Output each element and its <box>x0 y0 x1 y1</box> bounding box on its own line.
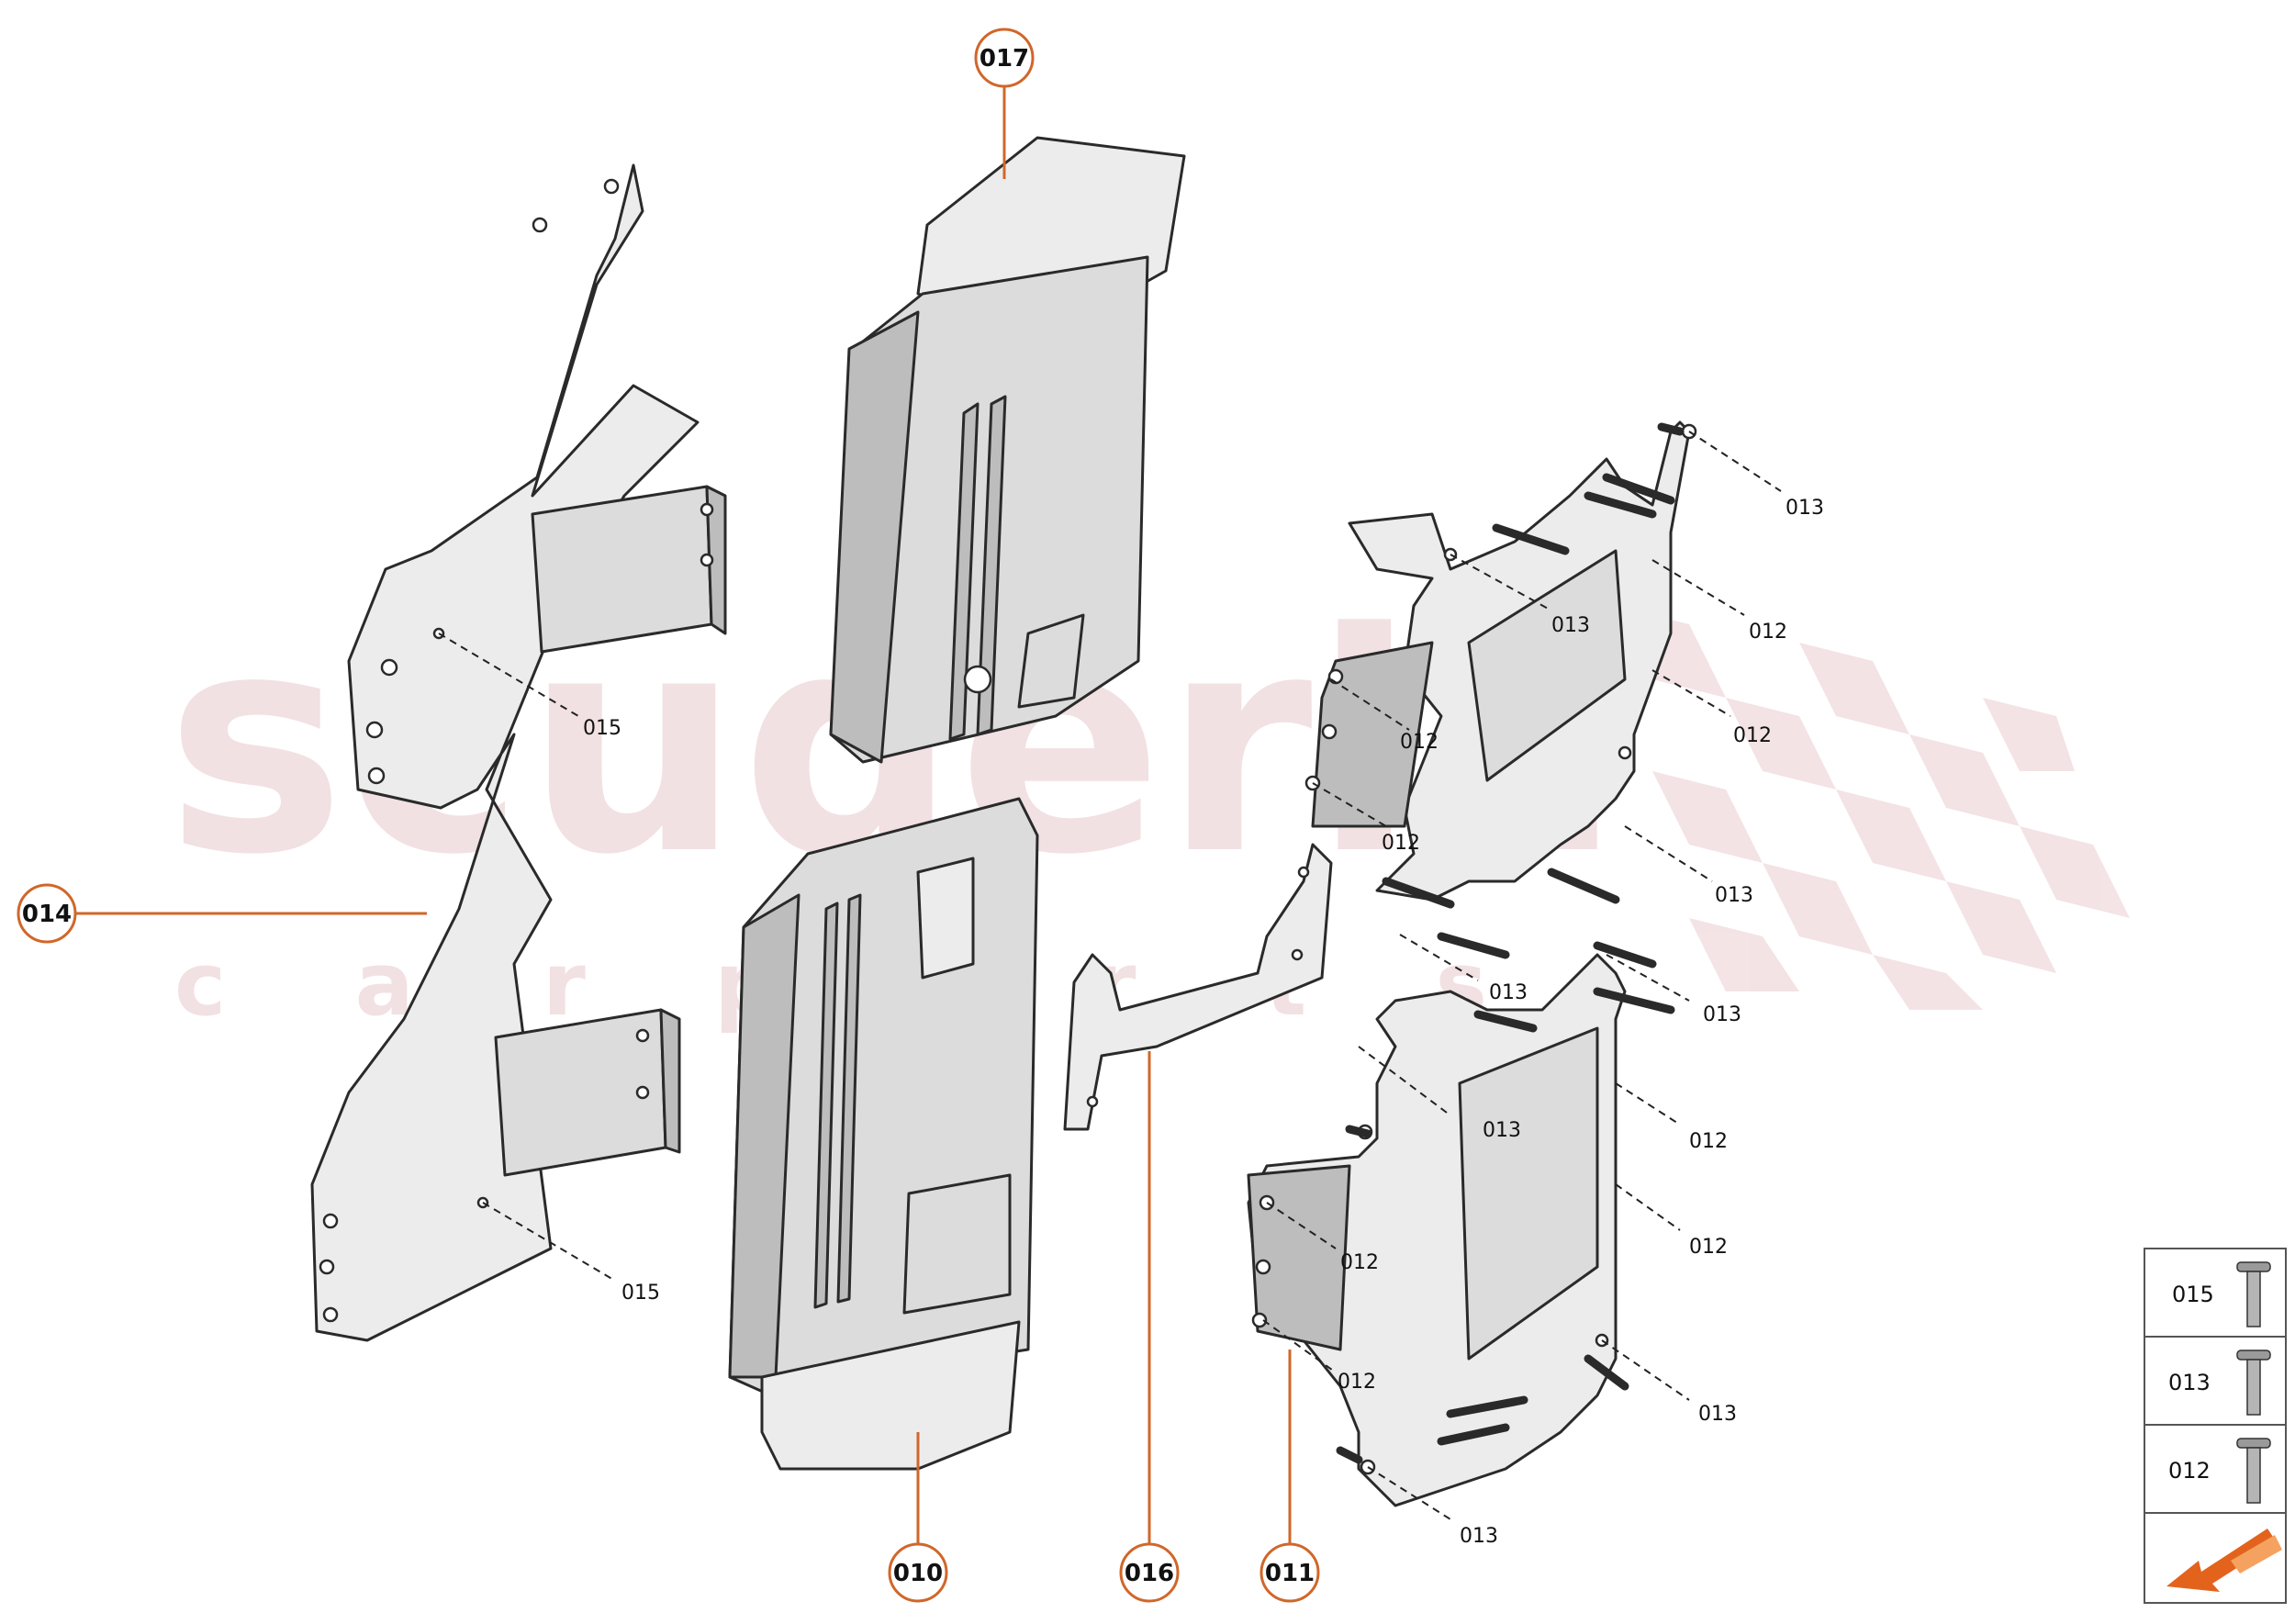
screw-icon <box>2236 1350 2271 1416</box>
ref-label: 012 <box>1382 832 1420 855</box>
part-011-frame <box>1247 953 1627 1507</box>
reference-leaders <box>438 431 1782 1520</box>
ref-label: 012 <box>1338 1371 1376 1394</box>
bolts <box>1336 422 1685 1464</box>
ref-label: 013 <box>1460 1525 1498 1548</box>
ref-label: 012 <box>1689 1130 1728 1153</box>
ref-label: 013 <box>1715 884 1753 907</box>
ref-label: 012 <box>1400 731 1439 754</box>
ref-label: 013 <box>1703 1003 1741 1026</box>
callout-011-label: 011 <box>1265 1560 1315 1587</box>
ref-label: 013 <box>1483 1119 1521 1142</box>
ref-label: 013 <box>1489 981 1528 1004</box>
callout-010-label: 010 <box>893 1560 943 1587</box>
checker-flag-watermark <box>1616 606 2130 1010</box>
ref-label: 015 <box>621 1282 660 1305</box>
ref-label: 012 <box>1340 1251 1379 1274</box>
callout-010: 010 <box>888 1542 948 1603</box>
callout-014: 014 <box>17 883 77 944</box>
callout-014-label: 014 <box>22 901 72 928</box>
ref-label: 013 <box>1551 614 1590 637</box>
legend-label-012: 012 <box>2168 1458 2211 1484</box>
callout-017: 017 <box>974 28 1035 88</box>
fastener-legend: 015 013 012 <box>2144 1248 2287 1604</box>
ref-label: 013 <box>1786 497 1824 520</box>
callout-016: 016 <box>1119 1542 1180 1603</box>
callout-017-label: 017 <box>980 45 1029 73</box>
callout-leaders <box>75 87 1292 1544</box>
callout-016-label: 016 <box>1125 1560 1174 1587</box>
ref-label: 012 <box>1733 724 1772 747</box>
part-014-bracket <box>310 163 727 1342</box>
screw-icon <box>2236 1438 2271 1504</box>
ref-label: 013 <box>1698 1403 1737 1426</box>
upper-mounting-frame <box>1304 420 1697 902</box>
screw-icon <box>2236 1261 2271 1327</box>
legend-label-013: 013 <box>2168 1370 2211 1395</box>
callout-011: 011 <box>1259 1542 1320 1603</box>
legend-label-015: 015 <box>2172 1282 2214 1307</box>
orientation-arrow-icon[interactable] <box>2166 1529 2282 1592</box>
ref-label: 012 <box>1689 1236 1728 1259</box>
part-017-ecu <box>829 136 1186 764</box>
ref-label: 012 <box>1749 621 1787 644</box>
part-016-plate <box>1063 843 1333 1131</box>
part-010-ecu <box>728 797 1039 1471</box>
reference-labels: 013 012 013 012 012 012 013 013 013 013 … <box>583 497 1824 1548</box>
ref-label: 015 <box>583 717 621 740</box>
